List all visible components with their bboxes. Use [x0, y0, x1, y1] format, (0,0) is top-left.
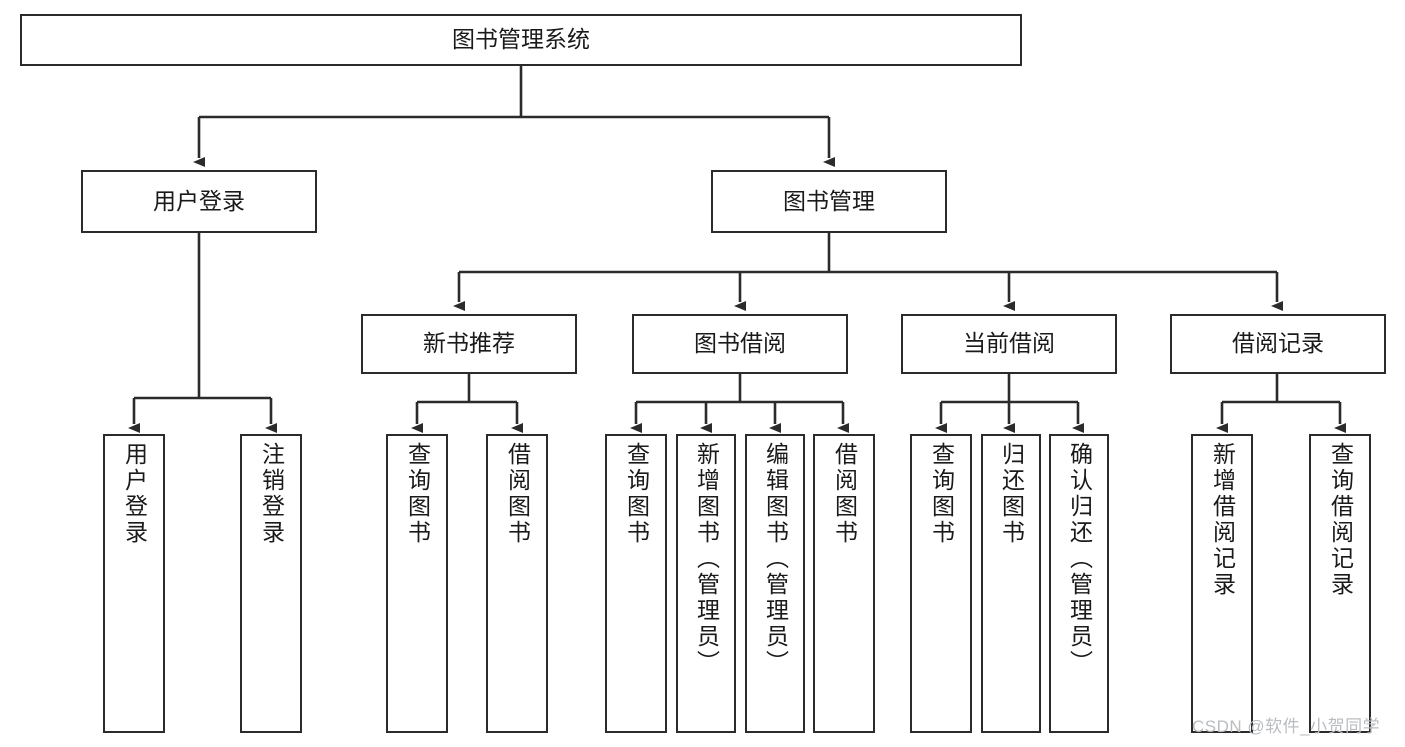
node-label: 图书管理: [783, 187, 875, 214]
leaf-query-book-current[interactable]: 查询图书: [910, 434, 972, 733]
node-label: 查询图书: [623, 442, 650, 546]
node-label: 查询借阅记录: [1327, 442, 1354, 598]
node-user-login[interactable]: 用户登录: [81, 170, 317, 233]
node-label: 当前借阅: [963, 330, 1055, 357]
node-label: 注销登录: [258, 442, 285, 546]
node-label: 借阅记录: [1232, 330, 1324, 357]
leaf-borrow-book-recommend[interactable]: 借阅图书: [486, 434, 548, 733]
node-label: 借阅图书: [504, 442, 531, 546]
leaf-query-book-recommend[interactable]: 查询图书: [386, 434, 448, 733]
node-label: 编辑图书（管理员）: [762, 442, 789, 676]
csdn-watermark: CSDN @软件_小贺同学: [1192, 717, 1381, 736]
node-label: 确认归还（管理员）: [1066, 442, 1093, 676]
node-label: 查询图书: [404, 442, 431, 546]
node-label: 新书推荐: [423, 330, 515, 357]
node-label: 用户登录: [121, 442, 148, 546]
leaf-query-book-borrow[interactable]: 查询图书: [605, 434, 667, 733]
node-label: 查询图书: [928, 442, 955, 546]
node-new-book-recommend[interactable]: 新书推荐: [361, 314, 577, 374]
leaf-logout[interactable]: 注销登录: [240, 434, 302, 733]
leaf-return-book[interactable]: 归还图书: [981, 434, 1041, 733]
node-root-system[interactable]: 图书管理系统: [20, 14, 1022, 66]
node-label: 归还图书: [998, 442, 1025, 546]
node-label: 图书借阅: [694, 330, 786, 357]
leaf-edit-book-admin[interactable]: 编辑图书（管理员）: [745, 434, 805, 733]
node-book-borrow[interactable]: 图书借阅: [632, 314, 848, 374]
leaf-add-borrow-record[interactable]: 新增借阅记录: [1191, 434, 1253, 733]
leaf-borrow-book[interactable]: 借阅图书: [813, 434, 875, 733]
node-label: 新增图书（管理员）: [693, 442, 720, 676]
node-label: 用户登录: [153, 187, 245, 214]
leaf-add-book-admin[interactable]: 新增图书（管理员）: [676, 434, 736, 733]
leaf-confirm-return-admin[interactable]: 确认归还（管理员）: [1049, 434, 1109, 733]
node-label: 借阅图书: [831, 442, 858, 546]
node-label: 新增借阅记录: [1209, 442, 1236, 598]
node-book-management[interactable]: 图书管理: [711, 170, 947, 233]
node-label: 图书管理系统: [452, 26, 590, 53]
node-current-borrow[interactable]: 当前借阅: [901, 314, 1117, 374]
leaf-user-login[interactable]: 用户登录: [103, 434, 165, 733]
node-borrow-record[interactable]: 借阅记录: [1170, 314, 1386, 374]
leaf-query-borrow-record[interactable]: 查询借阅记录: [1309, 434, 1371, 733]
